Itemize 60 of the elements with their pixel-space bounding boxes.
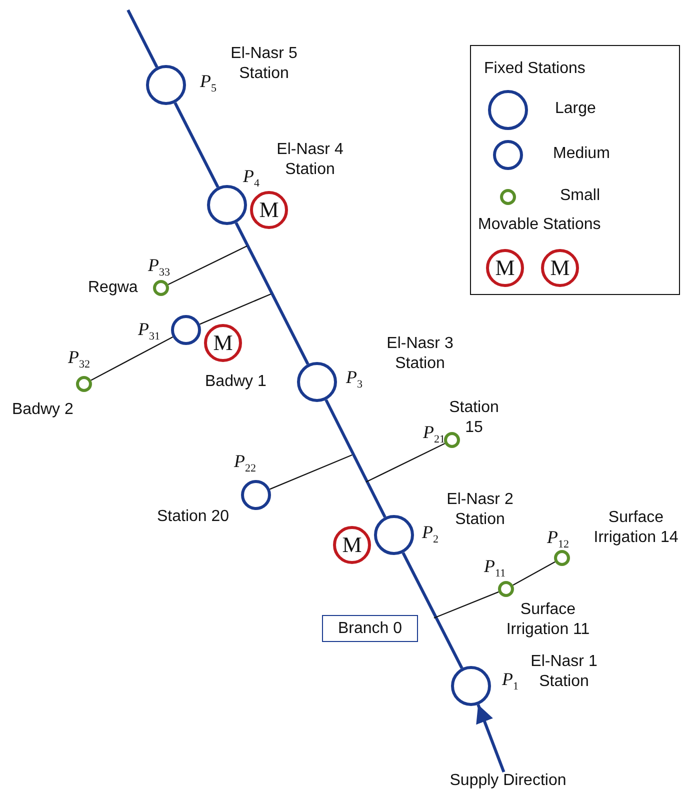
small-station-circle (554, 550, 570, 566)
medium-station-circle (171, 315, 201, 345)
station-name: El-Nasr 4 Station (276, 140, 344, 180)
legend-text: Large (555, 100, 596, 118)
branch-pipe-line (434, 591, 499, 619)
movable-station-symbol: M (486, 249, 524, 287)
station-name: El-Nasr 3 Station (386, 334, 454, 374)
main-pipe-line (126, 9, 158, 68)
point-label: P$_{33}$ (148, 256, 170, 281)
branch-pipe-line (90, 336, 174, 381)
station-name: El-Nasr 5 Station (230, 44, 298, 84)
point-label: P$_{32}$ (68, 348, 90, 373)
supply-arrow (476, 704, 506, 773)
large-station-circle (297, 362, 337, 402)
station-name: Surface Irrigation 14 (592, 508, 680, 548)
small-station-circle (444, 432, 460, 448)
small-station-circle (498, 581, 514, 597)
legend-text: Medium (553, 145, 610, 163)
medium-station-circle (241, 480, 271, 510)
point-label: P$_{11}$ (484, 557, 506, 582)
movable-station-circle: M (250, 191, 288, 229)
station-name: Surface Irrigation 11 (505, 600, 591, 640)
main-pipe-line (234, 222, 310, 365)
point-label: P$_{5}$ (200, 72, 216, 97)
branch-tag: Branch 0 (322, 615, 418, 642)
large-station-circle (207, 185, 247, 225)
movable-station-symbol: M (541, 249, 579, 287)
main-pipe-line (324, 399, 386, 518)
large-station-circle (146, 65, 186, 105)
point-label: P$_{1}$ (502, 670, 518, 695)
station-name: Regwa (88, 278, 138, 298)
point-label: P$_{4}$ (243, 167, 260, 192)
movable-station-circle: M (204, 324, 242, 362)
legend-heading: Movable Stations (478, 216, 601, 234)
station-name: Station 20 (157, 507, 230, 527)
legend-heading: Fixed Stations (484, 60, 586, 78)
small-station-circle (153, 280, 169, 296)
point-label: P$_{12}$ (547, 528, 569, 553)
branch-pipe-line (200, 293, 272, 325)
branch-pipe-line (366, 442, 446, 483)
station-name: Badwy 2 (12, 400, 74, 420)
branch-pipe-line (512, 561, 556, 586)
supply-direction-label: Supply Direction (430, 772, 586, 794)
main-pipe-line (402, 552, 464, 669)
branch-pipe-line (168, 245, 248, 286)
point-label: P$_{2}$ (422, 523, 438, 548)
station-name: El-Nasr 2 Station (446, 490, 514, 530)
point-label: P$_{3}$ (346, 368, 362, 393)
main-pipe-line (174, 102, 220, 188)
movable-station-circle: M (333, 526, 371, 564)
point-label: P$_{31}$ (138, 320, 160, 345)
point-label: P$_{22}$ (234, 452, 256, 477)
point-label: P$_{21}$ (423, 423, 445, 448)
legend-text: Small (560, 187, 600, 205)
station-name: Station 15 (448, 398, 500, 438)
small-station-circle (76, 376, 92, 392)
branch-pipe-line (270, 454, 352, 490)
station-name: Badwy 1 (205, 372, 266, 392)
large-station-circle (451, 666, 491, 706)
large-station-circle (374, 515, 414, 555)
